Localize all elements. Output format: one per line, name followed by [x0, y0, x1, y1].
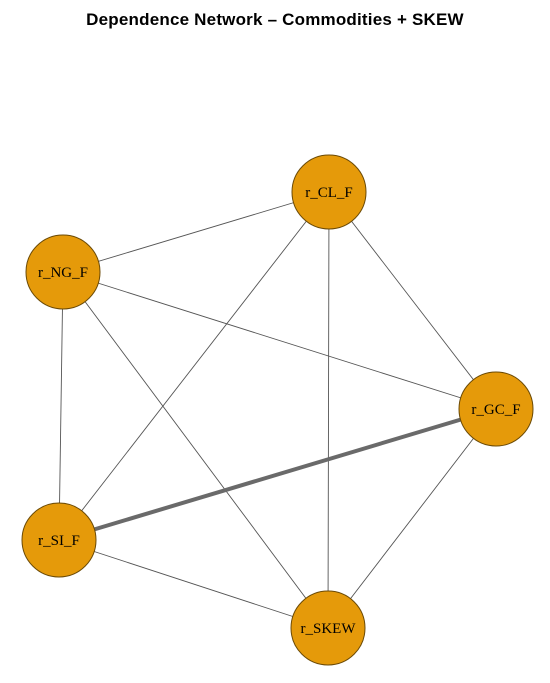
node-circle: [290, 590, 366, 666]
edge-r_SI_F-r_SKEW: [58, 539, 329, 629]
node-label: r_NG_F: [38, 265, 88, 281]
edge-r_GC_F-r_SI_F: [57, 407, 498, 542]
node-label: r_CL_F: [305, 185, 353, 201]
node-label: r_SI_F: [38, 533, 80, 549]
node-circle: [291, 154, 367, 230]
edge-r_NG_F-r_SI_F: [58, 271, 64, 541]
node-r_SI_F: r_SI_F: [21, 502, 97, 578]
node-label: r_GC_F: [471, 402, 520, 418]
node-r_SKEW: r_SKEW: [290, 590, 366, 666]
edge-r_NG_F-r_GC_F: [62, 271, 497, 410]
node-label: r_SKEW: [301, 621, 357, 637]
node-r_GC_F: r_GC_F: [458, 371, 534, 447]
edge-r_CL_F-r_SKEW: [327, 191, 330, 629]
edge-r_GC_F-r_SKEW: [327, 408, 497, 629]
edge-r_CL_F-r_NG_F: [62, 191, 330, 273]
nodes-layer: r_CL_F r_NG_F r_GC_F r_SI_F r_SKEW: [21, 154, 534, 666]
edge-r_CL_F-r_GC_F: [328, 191, 497, 410]
node-r_NG_F: r_NG_F: [25, 234, 101, 310]
node-circle: [21, 502, 97, 578]
edge-r_NG_F-r_SKEW: [62, 271, 329, 629]
node-r_CL_F: r_CL_F: [291, 154, 367, 230]
node-circle: [25, 234, 101, 310]
edges-layer: [57, 191, 498, 629]
diagram-title: Dependence Network – Commodities + SKEW: [86, 10, 464, 29]
edge-r_CL_F-r_SI_F: [58, 191, 330, 541]
node-circle: [458, 371, 534, 447]
